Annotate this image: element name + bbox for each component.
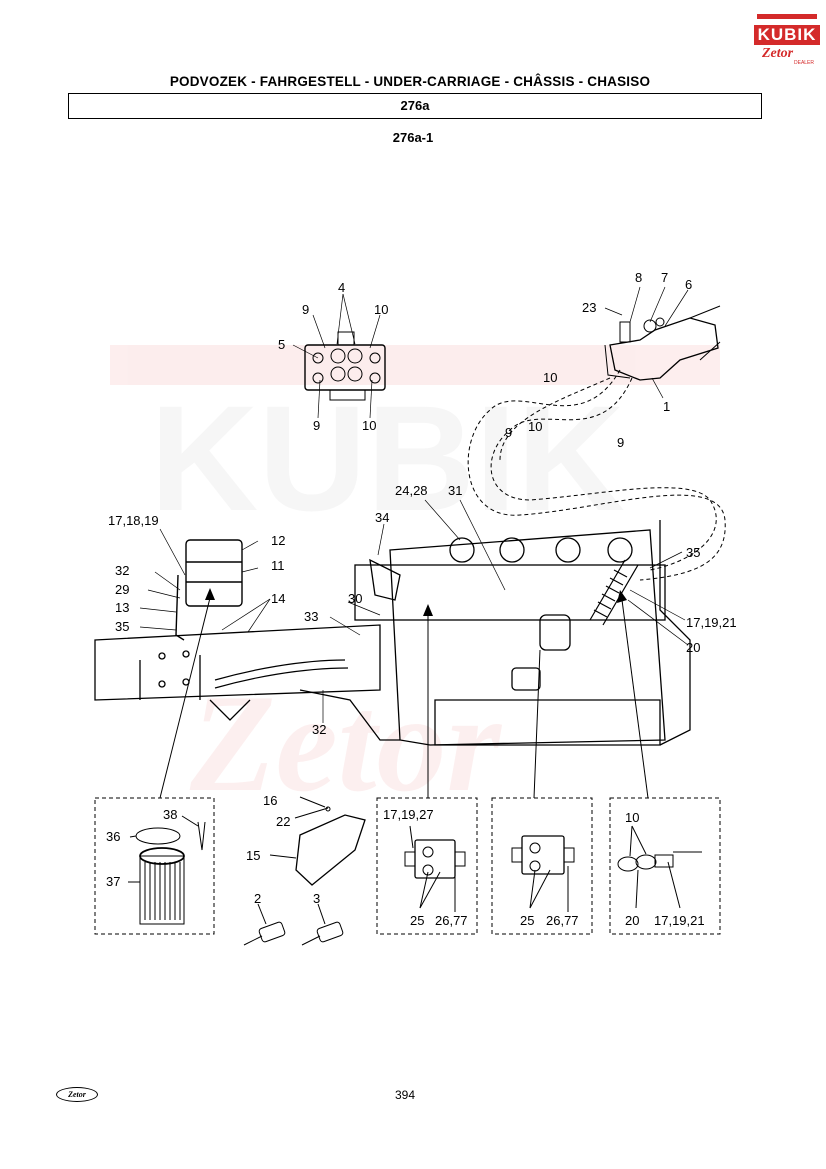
callout-1: 1 bbox=[663, 399, 670, 414]
filter-detail bbox=[128, 815, 206, 925]
callout-10-hose-a: 10 bbox=[543, 370, 557, 385]
callout-31: 31 bbox=[448, 483, 462, 498]
air-tank bbox=[175, 539, 243, 641]
watermark: KUBIK Zetor bbox=[110, 345, 720, 821]
detail-boxes bbox=[94, 797, 721, 935]
callout-10-top: 10 bbox=[374, 302, 388, 317]
footer-zetor-logo: Zetor bbox=[56, 1087, 98, 1102]
callout-33: 33 bbox=[304, 609, 318, 624]
logo-brand: KUBIK bbox=[754, 25, 820, 45]
callout-7: 7 bbox=[661, 270, 668, 285]
leader-lines bbox=[139, 286, 689, 723]
callout-35-right: 35 bbox=[686, 545, 700, 560]
ring-fitting-detail bbox=[617, 825, 702, 909]
callout-8: 8 bbox=[635, 270, 642, 285]
callout-17-19-21-box: 17,19,21 bbox=[654, 913, 705, 928]
callout-26-77-box2: 26,77 bbox=[546, 913, 579, 928]
callout-37: 37 bbox=[106, 874, 120, 889]
callout-9-top: 9 bbox=[302, 302, 309, 317]
logo-dealer: DEALER bbox=[794, 60, 815, 66]
callout-38: 38 bbox=[163, 807, 177, 822]
callout-17-19-21-engine: 17,19,21 bbox=[686, 615, 737, 630]
callout-10-hose-b: 10 bbox=[528, 419, 542, 434]
callout-10-box: 10 bbox=[625, 810, 639, 825]
brake-valve-detail bbox=[604, 305, 721, 381]
logo-stripe bbox=[757, 14, 817, 19]
logo-stripe-gap bbox=[757, 19, 817, 24]
section-number: 276a bbox=[68, 93, 762, 119]
callout-9-hose-b: 9 bbox=[617, 435, 624, 450]
pointer-arrows bbox=[159, 597, 649, 799]
callout-13: 13 bbox=[115, 600, 129, 615]
callout-17-18-19: 17,18,19 bbox=[108, 513, 159, 528]
fittings-detail bbox=[243, 903, 344, 946]
valve-block-detail bbox=[304, 331, 386, 401]
callout-24-28: 24,28 bbox=[395, 483, 428, 498]
svg-text:KUBIK: KUBIK bbox=[150, 374, 625, 542]
callout-30: 30 bbox=[348, 591, 362, 606]
callout-6: 6 bbox=[685, 277, 692, 292]
callout-12: 12 bbox=[271, 533, 285, 548]
kubik-zetor-logo: KUBIK Zetor DEALER bbox=[754, 14, 820, 66]
callout-35-left: 35 bbox=[115, 619, 129, 634]
page-number: 394 bbox=[394, 1088, 416, 1102]
valve-box-details bbox=[404, 825, 575, 912]
callout-23: 23 bbox=[582, 300, 596, 315]
callout-4: 4 bbox=[338, 280, 345, 295]
callout-labels: 4 5 9 10 9 10 8 7 6 23 1 10 10 9 9 17,18… bbox=[106, 270, 737, 928]
callout-2: 2 bbox=[254, 891, 261, 906]
callout-11: 11 bbox=[271, 558, 285, 573]
page-title: PODVOZEK - FAHRGESTELL - UNDER-CARRIAGE … bbox=[169, 74, 651, 89]
callout-5: 5 bbox=[278, 337, 285, 352]
shield-detail bbox=[269, 796, 366, 886]
callout-20-engine: 20 bbox=[686, 640, 700, 655]
callout-32-top: 32 bbox=[115, 563, 129, 578]
callout-32-bottom: 32 bbox=[312, 722, 326, 737]
callout-36: 36 bbox=[106, 829, 120, 844]
callout-25-box2: 25 bbox=[520, 913, 534, 928]
arrowheads bbox=[205, 588, 627, 616]
engine-assembly bbox=[94, 520, 691, 746]
callout-9-bottom: 9 bbox=[313, 418, 320, 433]
callout-34: 34 bbox=[375, 510, 389, 525]
callout-15: 15 bbox=[246, 848, 260, 863]
callout-29: 29 bbox=[115, 582, 129, 597]
callout-14: 14 bbox=[271, 591, 285, 606]
callout-26-77-box1: 26,77 bbox=[435, 913, 468, 928]
callout-16: 16 bbox=[263, 793, 277, 808]
callout-25-box1: 25 bbox=[410, 913, 424, 928]
callout-10-bottom: 10 bbox=[362, 418, 376, 433]
spiral-hose bbox=[589, 559, 639, 626]
callout-3: 3 bbox=[313, 891, 320, 906]
chassis-hose bbox=[214, 659, 349, 689]
callout-20-box: 20 bbox=[625, 913, 639, 928]
figure-number: 276a-1 bbox=[392, 130, 434, 145]
callout-17-19-27: 17,19,27 bbox=[383, 807, 434, 822]
callout-22: 22 bbox=[276, 814, 290, 829]
callout-9-hose-a: 9 bbox=[505, 425, 512, 440]
logo-sub: Zetor bbox=[762, 46, 794, 61]
brake-hoses bbox=[467, 369, 726, 581]
